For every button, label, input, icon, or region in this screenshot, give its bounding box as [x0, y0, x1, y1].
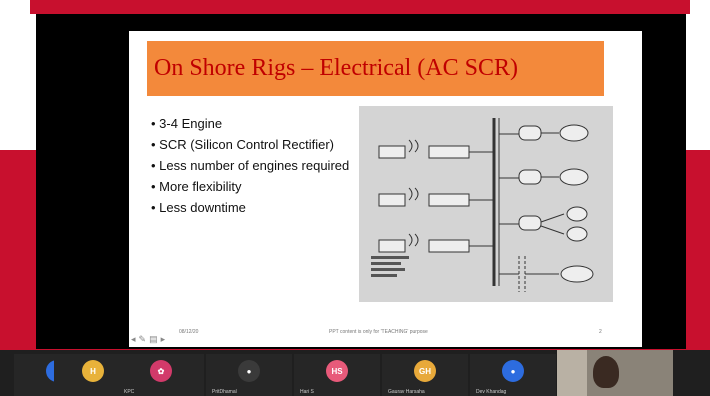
bullet-item: 3-4 Engine	[151, 113, 349, 134]
avatar: HS	[326, 360, 348, 382]
participant-tile[interactable]: HS Hari S	[294, 354, 380, 396]
bullet-item: Less number of engines required	[151, 155, 349, 176]
participant-name: Gaurav Harsaha	[388, 389, 425, 395]
slide-number: 2	[599, 329, 602, 335]
next-slide-icon[interactable]: ▸	[160, 334, 166, 344]
backdrop-red-bar	[30, 0, 690, 14]
pen-icon[interactable]: ✎	[138, 334, 147, 344]
participant-name: Dev Khandag	[476, 389, 507, 395]
avatar: GH	[414, 360, 436, 382]
slide-navigation: ◂ ✎ ▤ ▸	[131, 334, 165, 345]
slide-menu-icon[interactable]: ▤	[149, 334, 158, 344]
person-avatar-icon: ●	[502, 360, 524, 382]
participant-tile[interactable]: ✿ KPC	[118, 354, 204, 396]
slide-title-box: On Shore Rigs – Electrical (AC SCR)	[147, 41, 604, 96]
video-background	[557, 350, 587, 396]
scr-schematic-diagram	[359, 106, 613, 302]
slide-footer: PPT content is only for 'TEACHING' purpo…	[329, 329, 428, 335]
participant-tile[interactable]: ● Dev Khandag	[470, 354, 556, 396]
presentation-slide: On Shore Rigs – Electrical (AC SCR) 3-4 …	[129, 31, 642, 347]
bullet-item: More flexibility	[151, 176, 349, 197]
bullet-item: SCR (Silicon Control Rectifier)	[151, 134, 349, 155]
flower-avatar-icon: ✿	[150, 360, 172, 382]
screen-share-area: On Shore Rigs – Electrical (AC SCR) 3-4 …	[36, 14, 686, 349]
slide-date: 08/12/20	[179, 329, 199, 335]
participant-video-feed	[593, 356, 619, 388]
participant-video-tile[interactable]	[557, 350, 673, 396]
person-avatar-icon: ●	[238, 360, 260, 382]
participant-tile[interactable]: GH Gaurav Harsaha	[382, 354, 468, 396]
participant-name: Hari S	[300, 389, 314, 395]
participant-name: PritDhamal	[212, 389, 237, 395]
avatar: H	[82, 360, 104, 382]
schematic-drawing	[371, 118, 594, 292]
participant-tile[interactable]: ● PritDhamal	[206, 354, 292, 396]
participant-name: KPC	[124, 389, 135, 395]
prev-slide-icon[interactable]: ◂	[131, 334, 136, 344]
slide-title: On Shore Rigs – Electrical (AC SCR)	[154, 55, 518, 81]
bullet-item: Less downtime	[151, 197, 349, 218]
bullet-list: 3-4 Engine SCR (Silicon Control Rectifie…	[151, 113, 349, 218]
